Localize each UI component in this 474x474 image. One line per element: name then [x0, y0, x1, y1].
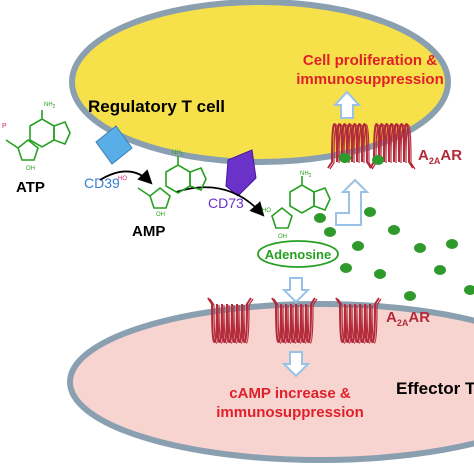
cd73-enzyme	[225, 149, 257, 197]
adenosine-dot	[374, 269, 386, 279]
adenosine-dot	[404, 291, 416, 301]
amp-label: AMP	[132, 223, 165, 240]
cd39-label: CD39	[84, 175, 120, 191]
adenosine-structure: NH2 HO OH	[262, 171, 331, 240]
cd73-label: CD73	[208, 195, 244, 211]
atp-oh: OH	[26, 166, 35, 172]
atp-label: ATP	[16, 179, 45, 196]
receptor-signal-arrow	[335, 178, 370, 226]
down-arrow-effector	[281, 351, 311, 378]
adenosine-dot	[339, 153, 351, 163]
receptor-layer	[207, 122, 416, 344]
regulatory-t-cell	[69, 0, 451, 165]
adenosine-dot	[464, 285, 474, 295]
receptor-a2ar-effector-1-strand	[209, 298, 254, 344]
a2ar-label-effector: A2AAR	[386, 309, 430, 328]
effector-outcome-line1: cAMP increase &	[229, 385, 351, 402]
a2ar-label-treg: A2AAR	[418, 147, 462, 166]
receptor-a2ar-treg-1-strand	[329, 124, 374, 170]
cd39-enzyme	[95, 125, 133, 165]
adenosine-dot	[388, 225, 400, 235]
amp-nh2: NH2	[172, 150, 184, 158]
adenosine-dot	[414, 243, 426, 253]
receptor-a2ar-effector-1	[207, 297, 252, 344]
adenosine-dot	[352, 241, 364, 251]
adenosine-label: Adenosine	[265, 247, 331, 262]
effector-cell-label: Effector T	[396, 379, 474, 398]
adenosine-dot	[340, 263, 352, 273]
adenosine-nh2: NH2	[300, 171, 312, 179]
regulatory-cell-label: Regulatory T cell	[88, 97, 225, 116]
adenosine-dot	[372, 155, 384, 165]
effector-outcome-line2: immunosuppression	[216, 404, 364, 421]
adenosine-dot	[364, 207, 376, 217]
atp-phosphate: P	[2, 123, 7, 130]
down-arrow-adenosine	[281, 277, 311, 304]
receptor-a2ar-effector-2-strand	[273, 298, 318, 344]
adenosine-ho: HO	[262, 208, 271, 214]
cd73-reaction-arrow	[175, 186, 265, 217]
receptor-a2ar-treg-1	[327, 122, 372, 169]
amp-oh: OH	[156, 212, 165, 218]
adenosine-dots	[314, 153, 474, 301]
adenosine-badge	[257, 240, 339, 268]
receptor-a2ar-effector-2	[271, 297, 316, 344]
adenosine-dot	[446, 239, 458, 249]
receptor-a2ar-treg-2	[369, 122, 414, 169]
up-arrow-treg	[332, 90, 362, 119]
effector-t-cell	[67, 301, 474, 463]
receptor-a2ar-effector-3-strand	[337, 298, 382, 344]
treg-outcome-line1: Cell proliferation &	[303, 52, 437, 69]
amp-structure: NH2 HO OH	[118, 150, 207, 218]
receptor-a2ar-treg-2-strand	[371, 124, 416, 170]
adenosine-oh: OH	[278, 234, 287, 240]
atp-nh2: NH2	[44, 102, 56, 110]
adenosine-dot	[434, 265, 446, 275]
adenosine-dot	[324, 227, 336, 237]
adenosine-dot	[314, 213, 326, 223]
amp-ho: HO	[118, 176, 127, 182]
treg-outcome-line2: immunosuppression	[296, 71, 444, 88]
atp-structure: NH2 P OH	[2, 102, 71, 172]
cd39-reaction-arrow	[99, 169, 153, 185]
receptor-a2ar-effector-3	[335, 297, 380, 344]
